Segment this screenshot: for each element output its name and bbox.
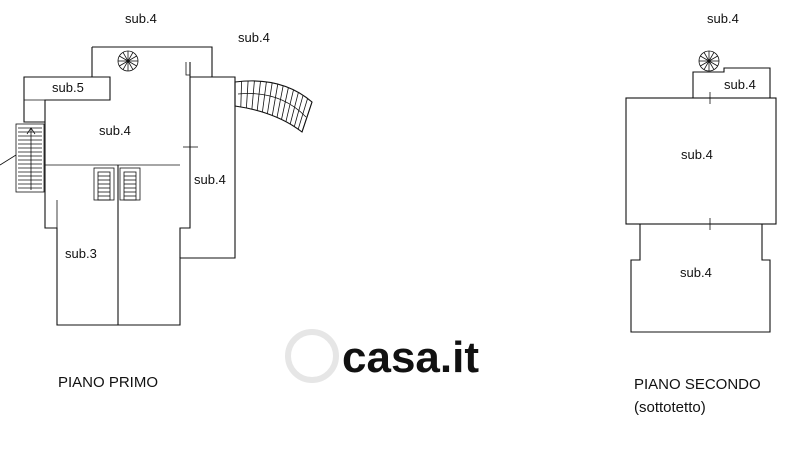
small-room-outline — [692, 67, 771, 98]
first-floor-plan: sub.4 sub.4 sub.5 sub.4 sub.4 sub.3 PIAN… — [0, 11, 313, 391]
curved-external-stair — [234, 80, 313, 133]
label-first-main: sub.4 — [99, 123, 131, 138]
first-floor-outline — [44, 46, 236, 326]
partition-jog — [185, 62, 190, 76]
lower-room-outline — [630, 224, 771, 333]
label-first-top: sub.4 — [125, 11, 157, 26]
second-floor-plan: sub.4 sub.4 sub.4 sub.4 PIANO SECONDO (s… — [625, 11, 777, 416]
label-first-terrace: sub.5 — [52, 80, 84, 95]
label-second-top: sub.4 — [707, 11, 739, 26]
corner-step — [45, 200, 58, 229]
terrace-outline — [23, 76, 92, 123]
label-second-lower-room: sub.4 — [680, 265, 712, 280]
label-first-right-wing: sub.4 — [194, 172, 226, 187]
casa-it-watermark: casa.it — [285, 329, 479, 383]
spiral-stair-icon — [117, 50, 139, 72]
watermark-house-icon — [285, 329, 339, 383]
watermark-text: casa.it — [342, 333, 479, 382]
partition-east — [179, 62, 191, 258]
left-external-stair — [0, 123, 45, 193]
label-first-stair-arc: sub.4 — [238, 30, 270, 45]
spiral-stair-icon-second — [698, 50, 720, 72]
label-second-small-room: sub.4 — [724, 77, 756, 92]
internal-stairs — [93, 167, 141, 201]
upper-room-outline — [625, 97, 777, 225]
first-floor-caption: PIANO PRIMO — [58, 374, 158, 391]
second-floor-caption: PIANO SECONDO — [634, 376, 761, 393]
label-second-upper-room: sub.4 — [681, 147, 713, 162]
second-floor-sub-caption: (sottotetto) — [634, 399, 706, 416]
label-first-bottom: sub.3 — [65, 246, 97, 261]
